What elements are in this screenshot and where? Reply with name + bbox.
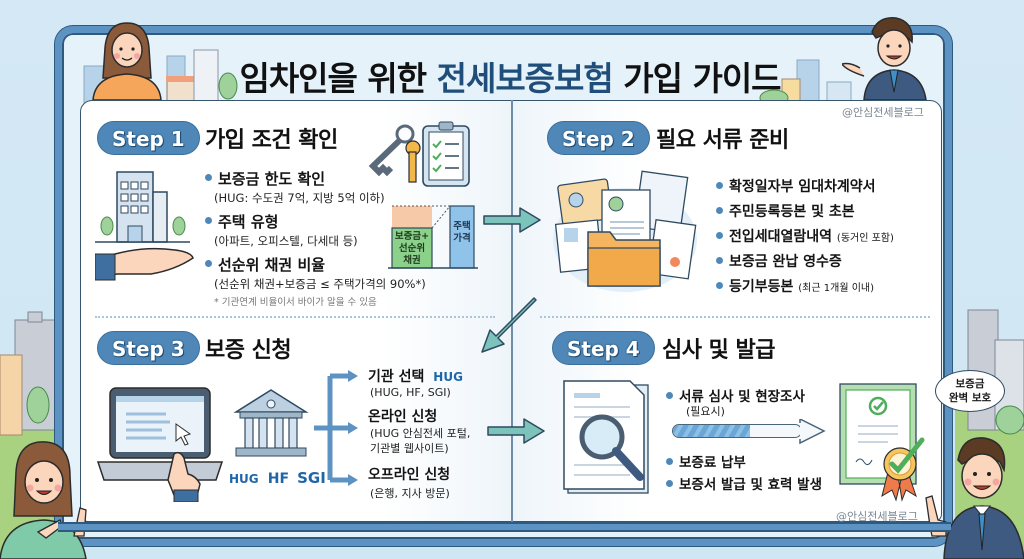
step-2-bullet-label: 전입세대열람내역 — [729, 229, 833, 245]
step-1-bullet: 선순위 채권 비율 — [205, 254, 325, 275]
step-1-footnote: * 기관연계 비율이서 바이가 알을 수 있음 — [214, 297, 377, 308]
watermark-bottom: @안심전세블로그 — [836, 510, 918, 523]
step-4-title: 심사 및 발급 — [662, 338, 776, 363]
speech-bubble-text: 보증금 완벽 보호 — [948, 378, 992, 404]
section-divider-right — [540, 316, 930, 318]
step-4-badge: Step 4 — [552, 331, 655, 365]
speech-bubble: 보증금 완벽 보호 — [935, 370, 1005, 412]
step-2-bullet: 보증금 완납 영수증 — [716, 251, 842, 271]
header-scenery — [83, 49, 852, 104]
step-2-bullet-detail: (동거인 포함) — [836, 233, 894, 244]
document-magnifier-icon — [563, 380, 649, 494]
step-3-option-detail: (HUG, HF, SGI) — [370, 386, 451, 399]
title-prefix: 임차인을 위한 — [239, 59, 437, 98]
step-2-bullet: 확정일자부 임대차계약서 — [716, 176, 876, 196]
step-3-badge: Step 3 — [97, 331, 200, 365]
arrow-diagonal-step2-to-3 — [481, 297, 537, 353]
step-3-option-label: 기관 선택 — [368, 369, 425, 385]
hf-logo: HF — [267, 471, 290, 487]
step-3-title: 보증 신청 — [205, 338, 292, 363]
hug-logo: HUG — [229, 472, 259, 486]
step-1-bullet-detail: (HUG: 수도권 7억, 지방 5억 이하) — [214, 191, 385, 205]
bank-building-icon — [233, 389, 309, 457]
page-title: 임차인을 위한 전세보증보험 가입 가이드 — [200, 52, 820, 100]
clipboard-icon — [422, 121, 470, 187]
step-3-option: 오프라인 신청 — [368, 467, 451, 483]
section-divider-left — [95, 316, 495, 318]
step-3-option-detail: (HUG 안심전세 포털, 기관별 웹사이트) — [370, 427, 471, 455]
step-1-bullet-detail: (아파트, 오피스텔, 다세대 등) — [214, 234, 358, 248]
sgi-logo: SGI — [297, 469, 326, 487]
title-accent: 전세보증보험 — [436, 59, 614, 98]
arrow-right-step1-to-2 — [483, 207, 541, 233]
keys-icon — [368, 124, 421, 183]
step-1-bullet: 주택 유형 — [205, 211, 278, 232]
key-clipboard-icon — [368, 121, 470, 187]
book-spine — [511, 100, 513, 522]
step-1-bullet: 보증금 한도 확인 — [205, 168, 325, 189]
step-4-bullet-detail: (필요시) — [686, 405, 725, 418]
arrow-right-step3-to-4 — [487, 418, 545, 444]
title-suffix: 가입 가이드 — [612, 59, 781, 98]
hug-logo: HUG — [433, 370, 463, 384]
step-3-option-detail: (은행, 지사 방문) — [370, 487, 450, 500]
step-1-badge: Step 1 — [97, 121, 200, 155]
institution-logos: HUG HF SGI — [229, 468, 326, 487]
step-3-option: 기관 선택 HUG — [368, 366, 463, 386]
apartment-building-icon — [95, 171, 190, 243]
review-progress — [672, 419, 826, 445]
woman-character-top — [92, 22, 162, 100]
step-2-bullet: 주민등록등본 및 초본 — [716, 201, 855, 221]
building-hand-icon — [95, 171, 194, 281]
step-1-title: 가입 조건 확인 — [205, 128, 338, 153]
step-2-bullet-label: 등기부등본 — [729, 279, 794, 295]
deposit-senior-debt-label: 보증금+ 선순위 채권 — [394, 231, 430, 266]
certificate-badge-icon — [839, 383, 925, 502]
step-2-title: 필요 서류 준비 — [656, 128, 789, 153]
step-3-option: 온라인 신청 — [368, 409, 438, 425]
woman-character-bottom — [0, 441, 87, 559]
progress-arrow-head-icon — [799, 419, 826, 445]
progress-bar — [672, 424, 802, 438]
step-2-bullet: 전입세대열람내역 (동거인 포함) — [716, 226, 894, 246]
progress-fill — [673, 425, 750, 437]
ratio-gap-area — [392, 206, 432, 228]
step-4-bullet: 보증서 발급 및 효력 발생 — [666, 473, 822, 493]
documents-folder-icon — [553, 170, 697, 292]
book-frame-bottom — [58, 522, 951, 532]
house-price-label: 주택 가격 — [453, 221, 471, 244]
man-character-top — [842, 17, 927, 100]
open-hand-icon — [95, 247, 194, 281]
step-2-bullet-detail: (최근 1개월 이내) — [798, 283, 875, 294]
watermark-top: @안심전세블로그 — [842, 106, 924, 119]
step-2-bullet: 등기부등본 (최근 1개월 이내) — [716, 276, 874, 296]
laptop-click-icon — [96, 387, 224, 502]
step-4-bullet: 보증료 납부 — [666, 451, 746, 471]
man-character-bottom — [925, 437, 1024, 559]
step-2-badge: Step 2 — [547, 121, 650, 155]
step-1-bullet-detail: (선순위 채권+보증금 ≤ 주택가격의 90%*) — [214, 277, 426, 291]
step-4-bullet: 서류 심사 및 현장조사 — [666, 385, 805, 405]
branch-arrows-icon — [314, 370, 358, 486]
ratio-diagram — [388, 205, 478, 269]
